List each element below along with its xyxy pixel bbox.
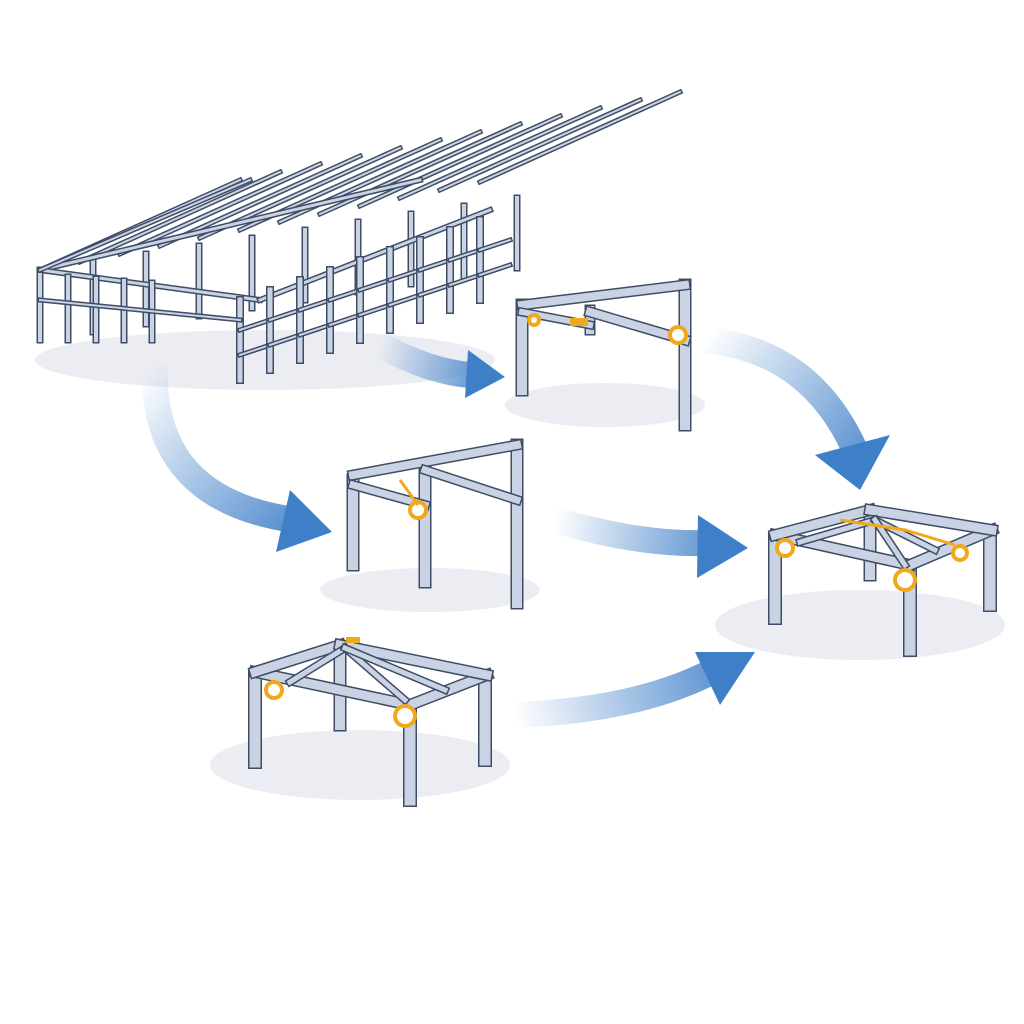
- building-girt-face: [358, 278, 392, 292]
- building-girt-face: [298, 298, 332, 312]
- arrow-table-to-module-head: [695, 652, 755, 705]
- arrow-portal-to-module-head: [815, 435, 890, 490]
- building-rafter-face: [118, 162, 322, 256]
- building-rafter-face: [318, 122, 522, 216]
- steel-frames: [36, 88, 1000, 807]
- arrow-portal-to-module-shaft: [703, 327, 867, 456]
- building-girt-face: [418, 283, 452, 297]
- building-girt-face: [268, 308, 302, 322]
- lifting-eye-icon: [527, 313, 541, 327]
- diagonal-brace-face: [871, 516, 939, 554]
- assembled-module-right: [767, 502, 1000, 657]
- building-rafter-face: [438, 98, 642, 192]
- diagonal-brace-face: [341, 644, 409, 704]
- building-girt-face: [238, 318, 272, 332]
- arrow-building-to-portal-middle-head: [276, 490, 332, 552]
- portal-frame-middle: [346, 438, 524, 610]
- shadow: [505, 383, 705, 427]
- building-girt-face: [478, 238, 512, 252]
- lifting-eye-icon: [775, 538, 795, 558]
- building-rafter-face: [78, 170, 282, 264]
- top-beam-face: [348, 440, 522, 480]
- lifting-eye-icon: [893, 568, 917, 592]
- strap: [346, 637, 360, 643]
- arrow-building-to-portal-middle-shaft: [141, 364, 297, 533]
- rigging-strap: [839, 518, 956, 547]
- top-beam-face: [904, 524, 998, 571]
- portal-frame-upper: [515, 278, 692, 432]
- top-beam-face: [249, 666, 416, 711]
- building-girt-face: [388, 268, 422, 282]
- lifting-eye-icon: [668, 325, 688, 345]
- brace-beam-face: [420, 465, 522, 505]
- building-girt-face: [268, 333, 302, 347]
- arrow-building-to-portal-upper-head: [465, 350, 505, 398]
- building-girt-face: [448, 273, 482, 287]
- building-girt-end-face: [38, 298, 242, 322]
- building-rafter-face: [358, 114, 562, 208]
- diagonal-brace-face: [341, 644, 449, 694]
- building-girt-face: [328, 313, 362, 327]
- building-ridge-back-face: [38, 178, 252, 272]
- building-girt-face: [358, 303, 392, 317]
- arrow-building-to-portal-upper-shaft: [373, 333, 472, 388]
- table-frame-lower: [247, 637, 495, 807]
- building-girt-face: [448, 248, 482, 262]
- top-beam-face: [249, 639, 346, 678]
- building-girt-face: [298, 323, 332, 337]
- rigging-strap: [398, 479, 420, 506]
- steel-building-frame: [36, 88, 684, 384]
- building-ridge-face: [38, 178, 422, 272]
- building-girt-face: [418, 258, 452, 272]
- building-rafter-face: [478, 90, 682, 184]
- top-beam-face: [769, 504, 876, 541]
- lifting-eye-icon: [408, 500, 428, 520]
- building-girt-face: [328, 288, 362, 302]
- top-beam-face: [517, 280, 690, 310]
- shadow: [320, 568, 540, 612]
- building-girt-face: [238, 343, 272, 357]
- arrow-table-to-module-shaft: [514, 658, 722, 728]
- lifting-eye-icon: [951, 544, 969, 562]
- diagonal-brace-face: [286, 644, 349, 686]
- building-rafter-face: [398, 106, 602, 200]
- arrow-middle-to-module-head: [697, 515, 748, 578]
- shadow: [210, 730, 510, 800]
- lifting-eye-icon: [264, 680, 284, 700]
- top-beam-face: [334, 639, 493, 681]
- building-girt-face: [478, 263, 512, 277]
- top-beam-face: [864, 504, 998, 536]
- building-girt-face: [388, 293, 422, 307]
- flow-arrows: [141, 327, 890, 728]
- lifting-eye-icon: [393, 704, 417, 728]
- shadow: [715, 590, 1005, 660]
- arrow-middle-to-module-shaft: [551, 507, 706, 557]
- strap: [570, 318, 588, 326]
